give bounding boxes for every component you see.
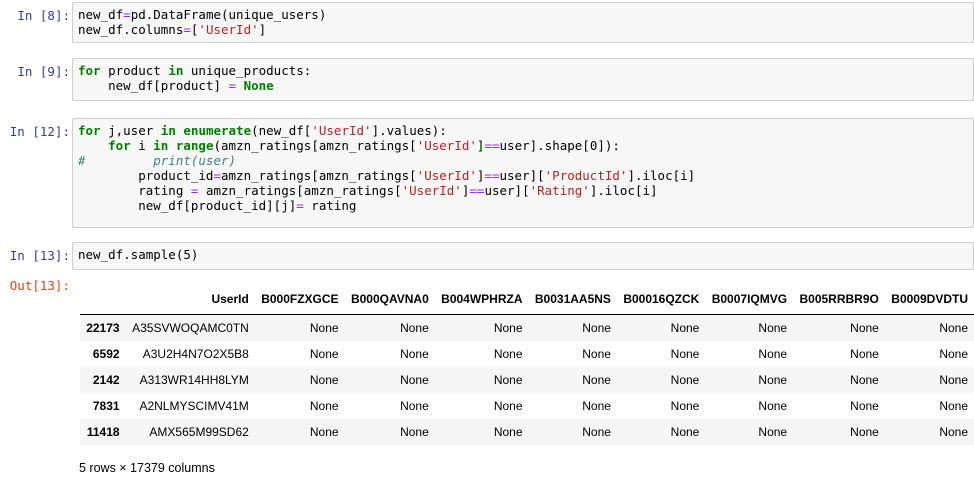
table-cell: None [493,321,523,335]
table-cell: None [758,399,788,413]
code-text[interactable]: new_df=pd.DataFrame(unique_users) new_df… [78,7,327,37]
table-cell: None [582,321,611,335]
table-cell: None [493,399,523,413]
notebook-cell-8[interactable]: In [8]: new_df=pd.DataFrame(unique_users… [0,0,974,44]
table-cell: None [670,425,700,439]
table-cell: None [758,321,788,335]
column-header: B0031AA5NS [528,284,617,315]
table-cell: None [850,347,879,361]
table-cell: None [850,399,879,413]
table-cell: AMX565M99SD62 [149,425,249,439]
table-cell: None [493,373,523,387]
table-cell: None [850,321,879,335]
input-prompt: In [13]: [9,248,70,263]
table-cell: None [939,321,968,335]
table-cell: None [309,399,339,413]
notebook-cell-12[interactable]: In [12]: for j,user in enumerate(new_df[… [0,116,974,230]
dataframe-table: UserId B000FZXGCE B000QAVNA0 B004WPHRZA … [80,284,974,445]
notebook-cell-13[interactable]: In [13]: new_df.sample(5) Out[13]: UserI… [0,240,974,485]
table-row: 7831 A2NLMYSCIMV41M None None None None … [80,393,974,419]
code-editor[interactable]: for product in unique_products: new_df[p… [72,58,974,101]
table-cell: None [400,373,429,387]
table-cell: None [400,321,429,335]
table-cell: None [758,373,788,387]
table-cell: A2NLMYSCIMV41M [139,399,249,413]
table-cell: None [939,373,968,387]
column-header: B000QAVNA0 [344,284,435,315]
table-cell: A3U2H4N7O2X5B8 [142,347,249,361]
column-header: B005RRBR9O [793,284,885,315]
column-header: UserId [125,284,255,315]
column-header: B00016QZCK [616,284,706,315]
index-header [80,284,126,315]
input-prompt: In [8]: [17,8,70,23]
table-cell: None [309,321,339,335]
column-header: B004WPHRZA [434,284,529,315]
column-header: B000FZXGCE [254,284,345,315]
table-header-row: UserId B000FZXGCE B000QAVNA0 B004WPHRZA … [80,284,974,315]
table-cell: None [850,373,879,387]
code-text[interactable]: for product in unique_products: new_df[p… [78,63,312,93]
notebook-cell-9[interactable]: In [9]: for product in unique_products: … [0,56,974,104]
row-index: 2142 [92,373,120,387]
table-cell: None [582,373,611,387]
table-cell: None [850,425,879,439]
table-cell: None [939,399,968,413]
code-text[interactable]: new_df.sample(5) [78,247,199,262]
table-cell: None [670,321,700,335]
dataframe-shape-note: 5 rows × 17379 columns [79,461,215,475]
table-cell: None [582,347,611,361]
table-row: 6592 A3U2H4N7O2X5B8 None None None None … [80,341,974,367]
table-cell: None [939,425,968,439]
table-cell: None [400,425,429,439]
output-area: UserId B000FZXGCE B000QAVNA0 B004WPHRZA … [72,276,974,485]
table-cell: None [758,347,788,361]
row-index: 22173 [86,321,120,335]
table-cell: None [309,425,339,439]
table-cell: A313WR14HH8LYM [139,373,249,387]
table-cell: None [400,399,429,413]
table-cell: None [939,347,968,361]
table-row: 2142 A313WR14HH8LYM None None None None … [80,367,974,393]
table-cell: None [493,347,523,361]
table-cell: None [670,347,700,361]
row-index: 11418 [86,425,120,439]
output-prompt: Out[13]: [9,278,70,293]
code-editor[interactable]: new_df=pd.DataFrame(unique_users) new_df… [72,2,974,43]
table-cell: None [309,347,339,361]
code-text[interactable]: for j,user in enumerate(new_df['UserId']… [78,123,696,213]
table-cell: None [400,347,429,361]
table-cell: None [493,425,523,439]
table-cell: None [582,399,611,413]
code-editor[interactable]: for j,user in enumerate(new_df['UserId']… [72,118,974,228]
table-row: 22173 A35SVWOQAMC0TN None None None None… [80,314,974,341]
table-cell: A35SVWOQAMC0TN [132,321,249,335]
row-index: 7831 [92,399,120,413]
input-prompt: In [12]: [9,124,70,139]
table-cell: None [758,425,788,439]
row-index: 6592 [92,347,120,361]
column-header: B0009DVDTU [884,284,974,315]
table-row: 11418 AMX565M99SD62 None None None None … [80,419,974,445]
table-cell: None [582,425,611,439]
table-cell: None [309,373,339,387]
column-header: B0007IQMVG [705,284,794,315]
input-prompt: In [9]: [17,64,70,79]
table-cell: None [670,399,700,413]
table-cell: None [670,373,700,387]
code-editor[interactable]: new_df.sample(5) [72,242,974,270]
